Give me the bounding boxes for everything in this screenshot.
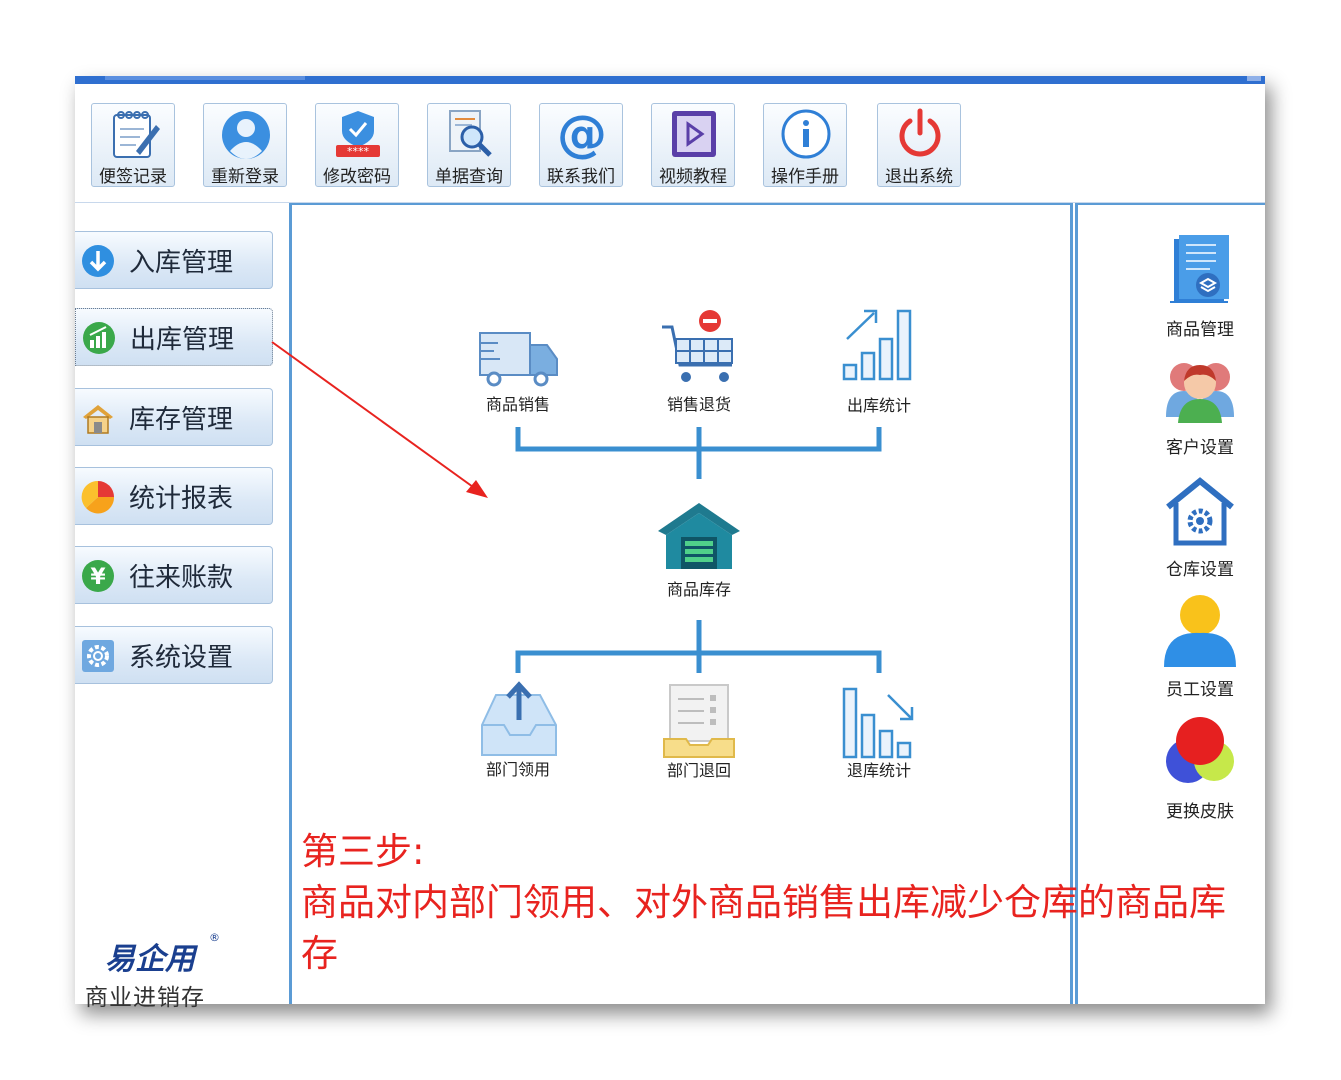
video-tutorial-button[interactable]: 视频教程: [651, 103, 735, 187]
flow-connectors: [515, 427, 882, 673]
flow-label: 出库统计: [847, 396, 911, 415]
color-palette-icon: [1166, 717, 1234, 783]
svg-text:****: ****: [347, 145, 370, 158]
video-tutorial-label: 视频教程: [659, 167, 727, 187]
registered-mark: ®: [209, 931, 220, 944]
password-shield-icon: ****: [336, 111, 380, 158]
warehouse-settings-icon: [1166, 477, 1234, 546]
sidebar: 入库管理 出库管理 库存管理: [75, 203, 287, 1011]
brand: 易企用 ® 商业进销存: [75, 920, 287, 1011]
flow-label: 部门退回: [667, 761, 731, 780]
gear-icon: [82, 640, 114, 672]
notes-button[interactable]: 便签记录: [91, 103, 175, 187]
annotation-step: 第三步:: [301, 830, 425, 873]
change-password-button[interactable]: **** 修改密码: [315, 103, 399, 187]
relogin-label: 重新登录: [211, 167, 279, 187]
sidebar-item-settings[interactable]: 系统设置: [75, 626, 273, 684]
flow-item-sales-return[interactable]: 销售退货: [662, 310, 733, 414]
inbox-upload-icon: [481, 681, 557, 756]
manual-button[interactable]: 操作手册: [763, 103, 847, 187]
main-panel: 商品销售 销售退货: [289, 203, 1073, 1004]
notes-label: 便签记录: [99, 167, 167, 187]
document-query-button[interactable]: 单据查询: [427, 103, 511, 187]
sidebar-item-label: 库存管理: [129, 405, 234, 435]
warehouse-icon: [658, 503, 740, 569]
flow-label: 销售退货: [667, 395, 731, 414]
employee-settings-label: 员工设置: [1166, 680, 1234, 700]
power-icon: [899, 108, 941, 157]
sidebar-item-label: 系统设置: [129, 643, 234, 673]
user-icon: [222, 111, 270, 159]
sidebar-item-reports[interactable]: 统计报表: [75, 467, 273, 525]
product-list-icon: [1170, 235, 1229, 303]
title-bar: [75, 76, 1265, 84]
bar-chart-up-icon: [842, 309, 912, 381]
warehouse-settings-label: 仓库设置: [1166, 560, 1234, 580]
quick-settings-panel: 商品管理 客户设置 仓库设置: [1075, 203, 1265, 1004]
svg-text:¥: ¥: [90, 565, 106, 590]
flow-label: 部门领用: [486, 760, 550, 779]
contact-us-button[interactable]: @ 联系我们: [539, 103, 623, 187]
product-management-label: 商品管理: [1166, 320, 1234, 340]
brand-logo: 易企用: [105, 942, 195, 977]
app-window: 便签记录 重新登录 **** 修改密码: [75, 76, 1265, 1011]
notepad-icon: [113, 111, 160, 158]
annotation-arrow: [271, 341, 488, 498]
shopping-cart-minus-icon: [662, 310, 733, 382]
sidebar-item-inventory[interactable]: 库存管理: [75, 388, 273, 446]
flow-item-dept-return[interactable]: 部门退回: [663, 684, 735, 780]
sidebar-item-label: 出库管理: [130, 325, 235, 355]
annotation-description-cont: 存: [301, 932, 338, 975]
brand-subtitle: 商业进销存: [85, 985, 205, 1011]
at-sign-icon: @: [557, 107, 607, 161]
flow-label: 商品库存: [667, 580, 731, 599]
flow-item-return-stats[interactable]: 退库统计: [842, 687, 914, 780]
bar-chart-down-icon: [842, 687, 914, 759]
sidebar-item-accounts[interactable]: ¥ 往来账款: [75, 546, 273, 604]
exit-label: 退出系统: [885, 167, 953, 187]
flow-label: 退库统计: [847, 761, 911, 780]
flow-label: 商品销售: [486, 395, 550, 414]
customers-icon: [1166, 363, 1234, 423]
flow-item-outbound-stats[interactable]: 出库统计: [842, 309, 912, 415]
sidebar-item-label: 往来账款: [129, 563, 234, 593]
sidebar-item-outbound[interactable]: 出库管理: [75, 308, 273, 366]
info-icon: [781, 109, 831, 159]
change-password-label: 修改密码: [323, 167, 391, 187]
document-search-icon: [449, 110, 492, 157]
tutorial-annotation: 第三步: 商品对内部门领用、对外商品销售出库减少仓库的商品库 存: [301, 826, 1276, 979]
delivery-truck-icon: [479, 332, 558, 387]
flow-item-sales[interactable]: 商品销售: [479, 332, 558, 414]
document-query-label: 单据查询: [435, 167, 503, 187]
sidebar-item-label: 统计报表: [129, 484, 234, 514]
flow-item-dept-use[interactable]: 部门领用: [481, 681, 557, 779]
pie-chart-icon: [81, 480, 115, 514]
yen-circle-icon: ¥: [82, 560, 114, 592]
customer-settings-label: 客户设置: [1166, 438, 1234, 458]
toolbar: 便签记录 重新登录 **** 修改密码: [75, 84, 1265, 203]
change-skin-label: 更换皮肤: [1166, 802, 1234, 822]
video-icon: [672, 111, 716, 157]
document-tray-icon: [663, 684, 735, 758]
employee-icon: [1164, 595, 1236, 667]
sidebar-item-label: 入库管理: [129, 248, 234, 278]
flow-item-stock[interactable]: 商品库存: [658, 503, 740, 599]
warehouse-icon: [83, 405, 113, 434]
sidebar-item-inbound[interactable]: 入库管理: [75, 231, 273, 289]
arrow-down-circle-icon: [82, 245, 114, 277]
annotation-description: 商品对内部门领用、对外商品销售出库减少仓库的商品库: [301, 881, 1226, 924]
exit-button[interactable]: 退出系统: [877, 103, 961, 187]
manual-label: 操作手册: [771, 167, 839, 187]
relogin-button[interactable]: 重新登录: [203, 103, 287, 187]
workflow-diagram: 商品销售 销售退货: [479, 309, 914, 780]
svg-text:@: @: [557, 107, 607, 161]
chart-up-circle-icon: [83, 322, 115, 354]
contact-us-label: 联系我们: [547, 167, 615, 187]
